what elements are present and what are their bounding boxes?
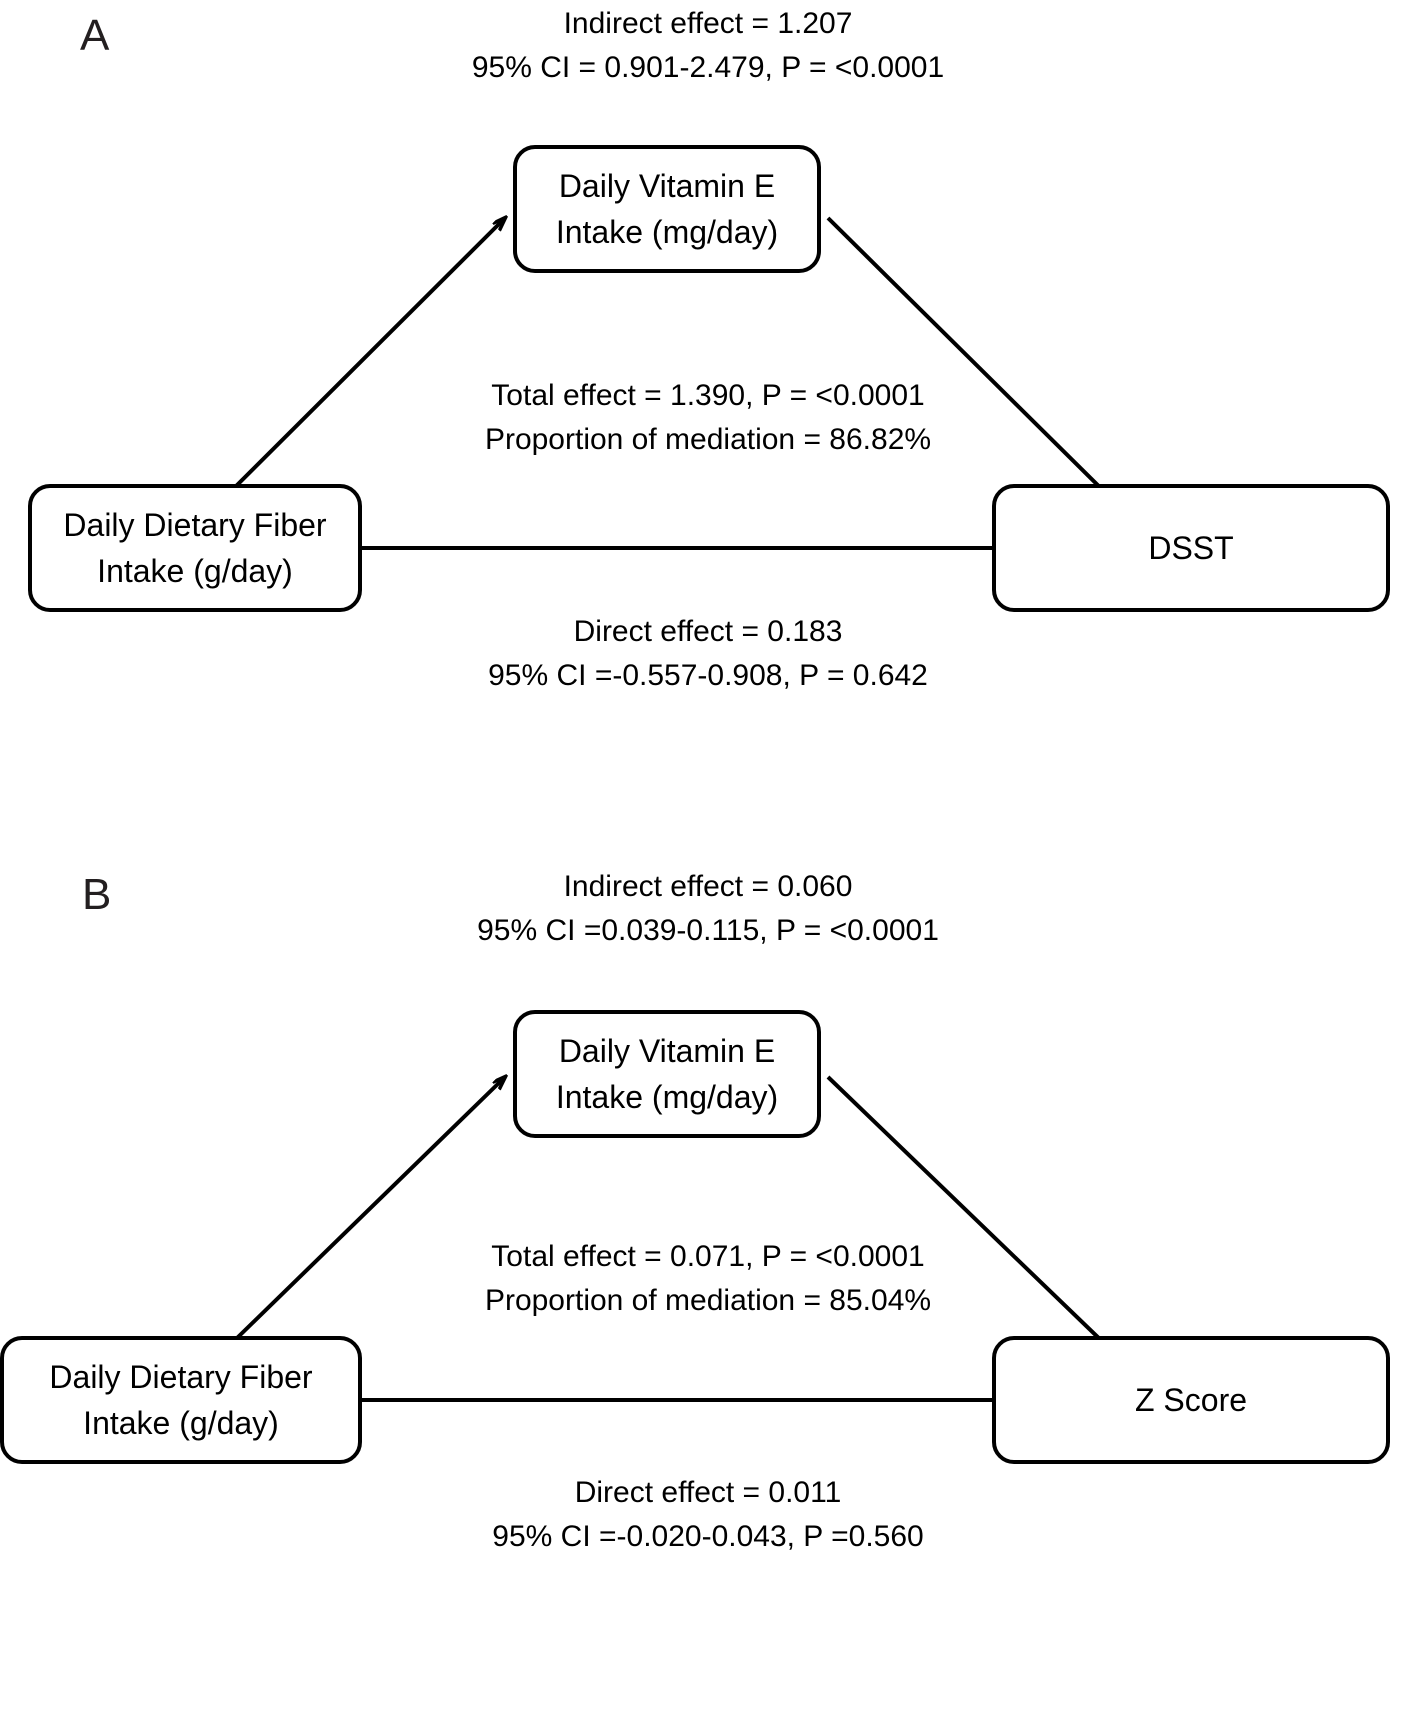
arrow-exposure-to-mediator	[195, 218, 505, 527]
label-indirect-effect-b: Indirect effect = 0.060 95% CI =0.039-0.…	[308, 865, 1108, 953]
node-outcome-dsst: DSST	[992, 484, 1390, 612]
label-direct-effect-a-line1: Direct effect = 0.183	[573, 615, 843, 648]
label-total-effect-b: Total effect = 0.071, P = <0.0001 Propor…	[308, 1235, 1108, 1323]
arrow-exposure-to-mediator	[195, 1077, 505, 1379]
arrow-mediator-to-outcome	[826, 1075, 1135, 1373]
panel-a-letter: A	[80, 11, 110, 60]
label-direct-effect-b: Direct effect = 0.011 95% CI =-0.020-0.0…	[308, 1471, 1108, 1559]
node-outcome-line1: Z Score	[1134, 1382, 1248, 1418]
node-exposure-dietary-fiber: Daily Dietary Fiber Intake (g/day)	[0, 1336, 362, 1464]
node-outcome-line1: DSST	[1148, 530, 1234, 566]
label-indirect-effect-b-line1: Indirect effect = 0.060	[563, 870, 853, 903]
label-direct-effect-b-line1: Direct effect = 0.011	[574, 1476, 842, 1509]
label-indirect-effect-a-line1: Indirect effect = 1.207	[563, 7, 853, 40]
arrow-mediator-to-outcome	[826, 216, 1135, 522]
label-total-effect-a-line1: Total effect = 1.390, P = <0.0001	[491, 379, 925, 412]
label-proportion-mediation-a: Proportion of mediation = 86.82%	[484, 423, 932, 456]
node-exposure-line2: Intake (g/day)	[97, 553, 293, 589]
node-mediator-line1: Daily Vitamin E	[558, 1033, 776, 1069]
label-indirect-effect-a: Indirect effect = 1.207 95% CI = 0.901-2…	[308, 2, 1108, 90]
label-total-effect-b-line1: Total effect = 0.071, P = <0.0001	[491, 1240, 925, 1273]
label-total-effect-a: Total effect = 1.390, P = <0.0001 Propor…	[308, 374, 1108, 462]
label-proportion-mediation-b: Proportion of mediation = 85.04%	[484, 1284, 932, 1317]
label-indirect-effect-b-line2: 95% CI =0.039-0.115, P = <0.0001	[477, 914, 939, 947]
panel-a: A Daily Vitamin E Intake (mg/day) Daily …	[0, 0, 1417, 830]
label-indirect-effect-a-line2: 95% CI = 0.901-2.479, P = <0.0001	[471, 51, 945, 84]
node-exposure-line1: Daily Dietary Fiber	[49, 1359, 313, 1395]
node-exposure-dietary-fiber: Daily Dietary Fiber Intake (g/day)	[28, 484, 362, 612]
label-direct-effect-a: Direct effect = 0.183 95% CI =-0.557-0.9…	[308, 610, 1108, 698]
node-exposure-line2: Intake (g/day)	[83, 1405, 279, 1441]
node-mediator-vitamin-e: Daily Vitamin E Intake (mg/day)	[513, 145, 821, 273]
label-direct-effect-a-line2: 95% CI =-0.557-0.908, P = 0.642	[488, 659, 928, 692]
panel-b: B Daily Vitamin E Intake (mg/day) Daily …	[0, 855, 1417, 1709]
node-mediator-line1: Daily Vitamin E	[558, 168, 776, 204]
panel-b-letter: B	[82, 870, 112, 919]
node-mediator-line2: Intake (mg/day)	[555, 1079, 779, 1115]
node-exposure-line1: Daily Dietary Fiber	[63, 507, 327, 543]
node-outcome-z-score: Z Score	[992, 1336, 1390, 1464]
node-mediator-line2: Intake (mg/day)	[555, 214, 779, 250]
node-mediator-vitamin-e: Daily Vitamin E Intake (mg/day)	[513, 1010, 821, 1138]
label-direct-effect-b-line2: 95% CI =-0.020-0.043, P =0.560	[492, 1520, 924, 1553]
